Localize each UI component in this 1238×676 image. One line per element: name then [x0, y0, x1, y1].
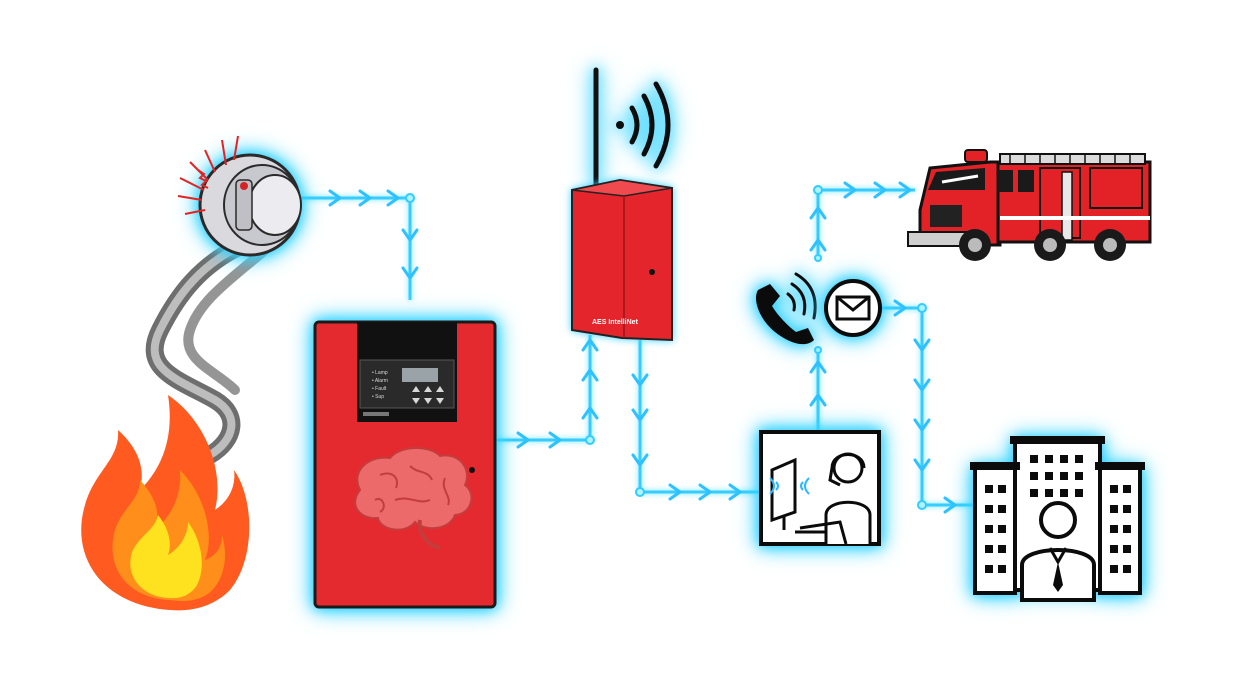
smoke-icon — [145, 231, 270, 464]
transmitter-brand-label: AES IntelliNet — [592, 319, 639, 326]
building-manager-icon — [970, 436, 1145, 602]
building-windows — [985, 455, 1131, 573]
monitoring-operator-icon — [759, 430, 881, 546]
svg-text:• Sup: • Sup — [372, 394, 384, 400]
email-icon — [824, 279, 882, 337]
alarm-burst — [177, 135, 239, 215]
panel-keypad — [412, 386, 444, 404]
fire-icon — [81, 395, 250, 611]
smoke-detector-icon — [177, 135, 302, 257]
connector-arrows — [328, 181, 957, 514]
wireless-signal-icon — [616, 81, 671, 169]
brain-icon — [354, 447, 473, 550]
svg-text:• Lamp: • Lamp — [372, 370, 388, 376]
panel-led-labels: • Lamp • Alarm • Fault • Sup — [372, 370, 388, 400]
fire-alarm-panel-icon: • Lamp • Alarm • Fault • Sup — [313, 320, 497, 609]
radio-transmitter-icon: AES IntelliNet — [571, 67, 673, 342]
fire-truck-icon — [907, 149, 1152, 261]
connector-nodes — [405, 185, 927, 510]
svg-text:• Fault: • Fault — [372, 386, 387, 392]
svg-text:• Alarm: • Alarm — [372, 378, 388, 384]
phone-icon — [755, 272, 817, 345]
